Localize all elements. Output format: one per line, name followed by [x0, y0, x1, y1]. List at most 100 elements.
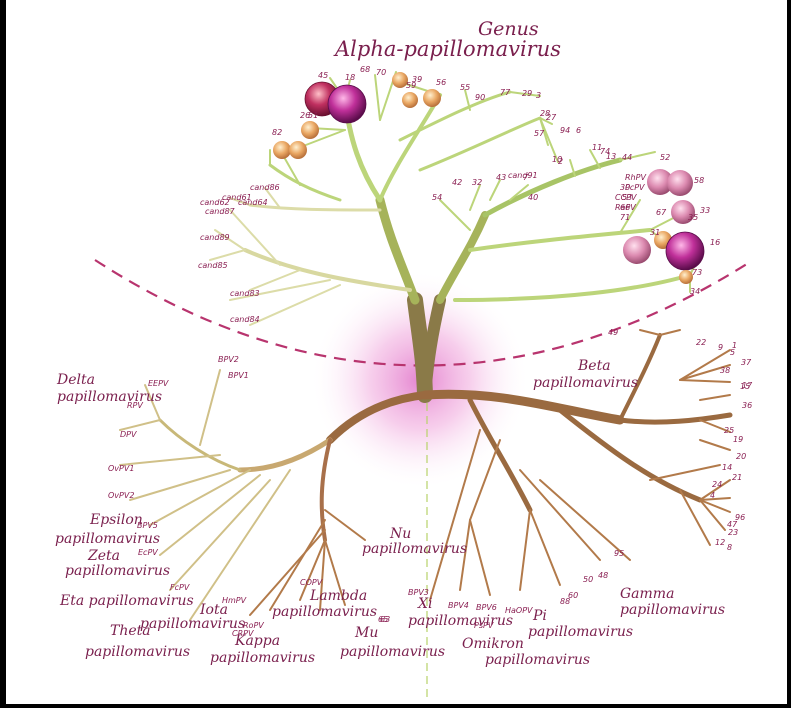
genus-label-zeta: papillomavirus [65, 563, 170, 579]
tip-label: RhPV [625, 173, 646, 182]
tip-label: 36 [742, 401, 752, 410]
tip-label: 44 [622, 153, 632, 162]
tip-label: 49 [608, 328, 618, 337]
genus-label-omikron: papillomavirus [485, 652, 590, 668]
tip-label: 15 [740, 382, 750, 391]
tip-label: 52 [660, 153, 670, 162]
genus-label-epsilon: Epsilon [89, 512, 143, 528]
tip-label: 50 [583, 575, 593, 584]
tip-label: 66 [620, 203, 630, 212]
tip-label: 7 [523, 173, 529, 182]
genus-label-nu: papillomavirus [362, 541, 467, 557]
genus-label-epsilon: papillomavirus [55, 531, 160, 547]
tip-label: 70 [376, 68, 386, 77]
tip-label: 73 [692, 268, 702, 277]
tip-label: 20 [736, 452, 746, 461]
tip-label: 4 [710, 491, 715, 500]
virion-small-icon [402, 92, 418, 108]
tip-label: 33 [700, 206, 710, 215]
genus-label-gamma: Gamma [620, 586, 674, 602]
tip-label: 23 [728, 528, 738, 537]
virion-large-icon [327, 84, 367, 124]
tip-label: 43 [496, 173, 506, 182]
tip-label: cand91 [508, 171, 538, 180]
tip-label: RPV [127, 401, 143, 410]
tip-label: 67 [656, 208, 667, 217]
genus-label-omikron: Omikron [462, 636, 524, 652]
tip-label: FcPV [170, 583, 190, 592]
genus-label-eta: Eta papillomavirus [59, 593, 194, 609]
genus-label-theta: Theta [110, 623, 151, 639]
tip-label: DPV [120, 430, 137, 439]
tip-label: 27 [546, 113, 557, 122]
tip-label: 40 [528, 193, 538, 202]
genus-label-theta: papillomavirus [85, 644, 190, 660]
genus-label-xi: Xi [417, 596, 432, 612]
virion-small-icon [679, 270, 693, 284]
tip-label: 26 [300, 111, 310, 120]
tip-label: OvPV2 [108, 491, 134, 500]
tip-label: 63 [380, 615, 390, 624]
tip-label: cand84 [230, 315, 260, 324]
tip-label: OvPV1 [108, 464, 134, 473]
virion-spheres [273, 72, 705, 284]
tip-label: 8 [727, 543, 732, 552]
tip-label: cand87 [205, 207, 236, 216]
frame-right-edge [787, 0, 791, 708]
tip-label: 32 [472, 178, 482, 187]
tip-label: 24 [712, 480, 722, 489]
tip-label: 3 [536, 91, 541, 100]
tip-label: BPV3 [408, 588, 429, 597]
tip-label: 59 [406, 81, 416, 90]
tip-label: 90 [475, 93, 485, 102]
tip-label: 12 [715, 538, 725, 547]
lower-branches [119, 329, 733, 621]
tip-label: 35 [688, 213, 698, 222]
tip-label: 74 [600, 147, 610, 156]
tip-label: 71 [620, 213, 630, 222]
genus-label-iota: papillomavirus [140, 616, 245, 632]
tip-label: CRPV [232, 629, 254, 638]
tip-label: EcPV [138, 548, 158, 557]
tip-label: 54 [432, 193, 442, 202]
genus-label-kappa: papillomavirus [210, 650, 315, 666]
tip-label: RaPV [615, 203, 636, 212]
tip-label: 60 [568, 591, 578, 600]
tip-label: cand83 [230, 289, 260, 298]
tip-label: 82 [272, 128, 282, 137]
genus-label-beta: papillomavirus [533, 375, 638, 391]
tip-label: BPV2 [218, 355, 239, 364]
tip-label: 57 [534, 129, 545, 138]
genus-label-iota: Iota [199, 602, 228, 618]
tip-label: EEPV [148, 379, 169, 388]
tip-label: BPV1 [228, 371, 249, 380]
genus-label-lambda: papillomavirus [272, 604, 377, 620]
tip-label: 22 [696, 338, 706, 347]
tree-trunk [375, 195, 489, 403]
tip-label: 29 [522, 89, 532, 98]
tip-label: 14 [722, 463, 732, 472]
tip-label: 38 [720, 366, 730, 375]
tip-label: 51 [308, 111, 318, 120]
tip-label: 37 [741, 358, 752, 367]
tip-label: 5 [730, 348, 735, 357]
virion-small-icon [392, 72, 408, 88]
tip-label: 21 [732, 473, 742, 482]
tip-label: 19 [733, 435, 743, 444]
genus-label-delta: papillomavirus [57, 389, 162, 405]
tip-label: 56 [436, 78, 446, 87]
genus-label-mu: Mu [354, 625, 378, 641]
genus-label-pi: papillomavirus [528, 624, 633, 640]
frame-left-edge [0, 0, 6, 708]
tip-label: 53 [622, 193, 632, 202]
virion-pink-icon [647, 169, 673, 195]
virion-small-icon [301, 121, 319, 139]
genus-label-nu: Nu [389, 526, 411, 542]
tip-label: CCPV [615, 193, 637, 202]
tip-label: 9 [718, 343, 723, 352]
virion-small-icon [289, 141, 307, 159]
genus-label-pi: Pi [532, 608, 547, 624]
tip-label: 45 [318, 71, 328, 80]
